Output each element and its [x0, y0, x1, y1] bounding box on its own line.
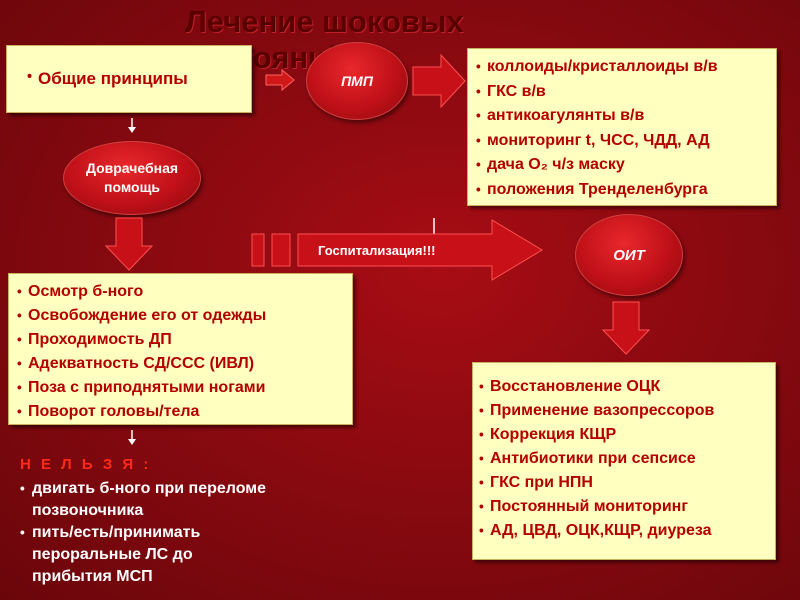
icu-measures-box: Восстановление ОЦК Применение вазопрессо…	[472, 362, 776, 560]
prehospital-care-oval: Доврачебная помощь	[63, 141, 201, 215]
prehospital-item: Адекватность СД/ССС (ИВЛ)	[17, 352, 352, 376]
prehospital-label-line1: Доврачебная	[85, 160, 179, 176]
prehospital-item: Проходимость ДП	[17, 328, 352, 352]
pmp-item: положения Тренделенбурга	[476, 178, 776, 203]
arrow-principles-to-prehospital	[128, 118, 136, 133]
icu-item: Коррекция КЩР	[479, 423, 775, 447]
icu-item: Применение вазопрессоров	[479, 399, 775, 423]
pmp-item: дача O₂ ч/з маску	[476, 153, 776, 178]
pmp-oval: ПМП	[306, 42, 408, 120]
prohibited-list: двигать б-ного при переломе позвоночника…	[20, 478, 266, 588]
prohibited-item-line: двигать б-ного при переломе	[32, 480, 267, 497]
prohibited-item: пить/есть/принимать пероральные ЛС до пр…	[20, 522, 266, 588]
prehospital-item: Осмотр б-ного	[17, 280, 352, 304]
arrow-prehospital-to-list	[104, 217, 154, 271]
prohibited-item-line: пить/есть/принимать	[32, 524, 201, 541]
hospitalization-label: Госпитализация!!!	[318, 243, 436, 258]
pmp-item: антикоагулянты в/в	[476, 104, 776, 129]
general-principles-box: Общие принципы	[6, 45, 252, 113]
prehospital-label-line2: помощь	[104, 179, 160, 195]
icu-item: ГКС при НПН	[479, 471, 775, 495]
prohibited-item: двигать б-ного при переломе позвоночника	[20, 478, 266, 522]
arrow-icu-to-list	[601, 301, 651, 355]
arrow-pmp-to-list	[412, 53, 466, 109]
icu-item: Антибиотики при сепсисе	[479, 447, 775, 471]
icu-item-continuation: АД, ЦВД, ОЦК,КЩР, диуреза	[479, 519, 775, 543]
icu-item: Постоянный мониторинг	[479, 495, 775, 519]
prehospital-item: Освобождение его от одежды	[17, 304, 352, 328]
arrow-principles-to-pmp	[265, 68, 295, 92]
pmp-item: ГКС в/в	[476, 80, 776, 105]
hospitalization-arrow	[251, 219, 543, 281]
arrow-to-prohibited	[128, 430, 136, 445]
prohibited-item-line: прибытия МСП	[32, 568, 153, 585]
prehospital-item: Поворот головы/тела	[17, 400, 352, 424]
divider-tick	[433, 218, 435, 234]
prohibited-item-line: пероральные ЛС до	[32, 546, 193, 563]
icu-oval: ОИТ	[575, 214, 683, 296]
prohibited-heading: Н Е Л Ь З Я :	[20, 456, 152, 473]
prohibited-item-line: позвоночника	[32, 502, 144, 519]
prehospital-measures-box: Осмотр б-ного Освобождение его от одежды…	[8, 273, 353, 425]
general-principles-label: Общие принципы	[27, 69, 188, 89]
pmp-item: коллоиды/кристаллоиды в/в	[476, 55, 776, 80]
page-title: Лечение шоковых состояний	[185, 4, 464, 75]
pmp-measures-box: коллоиды/кристаллоиды в/в ГКС в/в антико…	[467, 48, 777, 206]
prehospital-item: Поза с приподнятыми ногами	[17, 376, 352, 400]
pmp-label: ПМП	[341, 73, 373, 89]
pmp-item: мониторинг t, ЧСС, ЧДД, АД	[476, 129, 776, 154]
icu-item: Восстановление ОЦК	[479, 375, 775, 399]
icu-label: ОИТ	[613, 246, 645, 264]
